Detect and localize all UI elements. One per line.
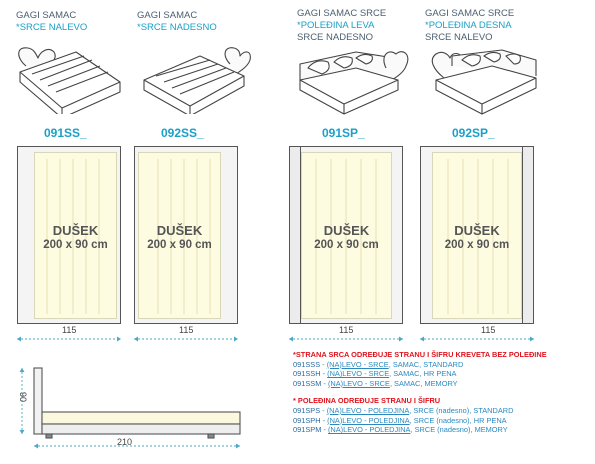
header-line2: *POLEĐINA DESNA: [425, 20, 512, 31]
notes-detail: , SRCE (nadesno), HR PENA: [409, 415, 507, 425]
mattress-stripes: [315, 159, 377, 314]
product-code-091sp: 091SP_: [322, 126, 365, 140]
notes-detail: , SRCE (nadesno), MEMORY: [410, 425, 508, 435]
side-length-label: 210: [117, 437, 133, 447]
notes-row: 091SPM - (NA)LEVO - POLEDJINA, SRCE (nad…: [293, 425, 508, 435]
mattress-title: DUŠEK: [52, 223, 99, 238]
notes-side: (NA)LEVO - POLEDJINA: [327, 415, 410, 425]
mattress-size: 200 x 90 cm: [147, 239, 212, 251]
header-line1: GAGI SAMAC: [16, 10, 77, 21]
notes-row: 091SSM - (NA)LEVO - SRCE, SAMAC, MEMORY: [293, 378, 458, 388]
mattress-092ss: DUŠEK 200 x 90 cm: [138, 152, 221, 319]
header-line2: *POLEĐINA LEVA: [297, 20, 375, 31]
side-view-drawing: [19, 367, 241, 449]
notes-side: (NA)LEVO - POLEDJINA: [327, 425, 411, 435]
header-line1: GAGI SAMAC: [137, 10, 198, 21]
notes-side: (NA)LEVO - SRCE: [326, 359, 389, 369]
header-line3: SRCE NALEVO: [425, 32, 493, 43]
mattress-size: 200 x 90 cm: [314, 239, 379, 251]
notes-detail: , SAMAC, STANDARD: [388, 359, 464, 369]
notes-row: 091SSH - (NA)LEVO - SRCE, SAMAC, HR PENA: [293, 369, 457, 379]
mattress-stripes: [447, 159, 509, 314]
mattress-title: DUŠEK: [323, 223, 370, 238]
mattress-092sp: DUŠEK 200 x 90 cm: [432, 152, 522, 319]
bed-sketch-092sp: [431, 49, 537, 115]
product-code-092sp: 092SP_: [452, 126, 495, 140]
header-line3: SRCE NADESNO: [297, 32, 374, 43]
notes-code: 091SSM: [293, 378, 322, 388]
notes-code: 091SPH: [293, 415, 321, 425]
header-line2: *SRCE NALEVO: [16, 22, 88, 33]
notes-section: *STRANA SRCA ODREĐUJE STRANU I ŠIFRU KRE…: [293, 350, 547, 435]
notes-detail: , SAMAC, MEMORY: [389, 378, 458, 388]
notes-side: (NA)LEVO - POLEDJINA: [326, 405, 410, 415]
notes-code: 091SSH: [293, 369, 321, 379]
notes-row: 091SPS - (NA)LEVO - POLEDJINA, SRCE (nad…: [293, 405, 514, 415]
product-code-092ss: 092SS_: [161, 126, 204, 140]
notes-heading-1: *STRANA SRCA ODREĐUJE STRANU I ŠIFRU KRE…: [293, 350, 547, 359]
mattress-title: DUŠEK: [156, 223, 203, 238]
notes-detail: , SAMAC, HR PENA: [389, 369, 457, 379]
notes-code: 091SPM: [293, 425, 322, 435]
bed-sketch-091ss: [18, 47, 121, 114]
width-label-091ss: 115: [62, 325, 77, 335]
mattress-091sp: DUŠEK 200 x 90 cm: [301, 152, 392, 319]
header-line1: GAGI SAMAC SRCE: [297, 8, 387, 19]
mattress-stripes: [46, 159, 100, 314]
mattress-size: 200 x 90 cm: [43, 239, 108, 251]
bed-sketch-091sp: [299, 51, 409, 115]
header-line2: *SRCE NADESNO: [137, 22, 217, 33]
header-line1: GAGI SAMAC SRCE: [425, 8, 515, 19]
notes-side: (NA)LEVO - SRCE: [327, 369, 390, 379]
width-label-092sp: 115: [481, 325, 496, 335]
header-091sp: GAGI SAMAC SRCE *POLEĐINA LEVA SRCE NADE…: [297, 8, 386, 44]
notes-code: 091SSS: [293, 359, 321, 369]
header-092ss: GAGI SAMAC *SRCE NADESNO: [137, 10, 217, 34]
bed-sketch-092ss: [143, 47, 251, 114]
product-code-091ss: 091SS_: [44, 126, 87, 140]
notes-heading-2: * POLEĐINA ODREĐUJE STRANU I ŠIFRU: [293, 396, 441, 406]
mattress-stripes: [157, 159, 211, 314]
notes-code: 091SPS: [293, 405, 321, 415]
header-091ss: GAGI SAMAC *SRCE NALEVO: [16, 10, 87, 34]
notes-detail: , SRCE (nadesno), STANDARD: [409, 405, 514, 415]
width-label-092ss: 115: [179, 325, 194, 335]
header-092sp: GAGI SAMAC SRCE *POLEĐINA DESNA SRCE NAL…: [425, 8, 514, 44]
mattress-091ss: DUŠEK 200 x 90 cm: [34, 152, 117, 319]
side-height-label: 90: [18, 392, 28, 403]
notes-row: 091SSS - (NA)LEVO - SRCE, SAMAC, STANDAR…: [293, 359, 464, 369]
width-dimension-lines: [17, 336, 534, 342]
mattress-size: 200 x 90 cm: [444, 239, 510, 251]
headboard-right: [522, 146, 534, 324]
width-label-091sp: 115: [339, 325, 354, 335]
notes-row: 091SPH - (NA)LEVO - POLEDJINA, SRCE (nad…: [293, 415, 507, 425]
mattress-title: DUŠEK: [454, 223, 500, 238]
notes-side: (NA)LEVO - SRCE: [327, 378, 390, 388]
headboard-left: [289, 146, 301, 324]
